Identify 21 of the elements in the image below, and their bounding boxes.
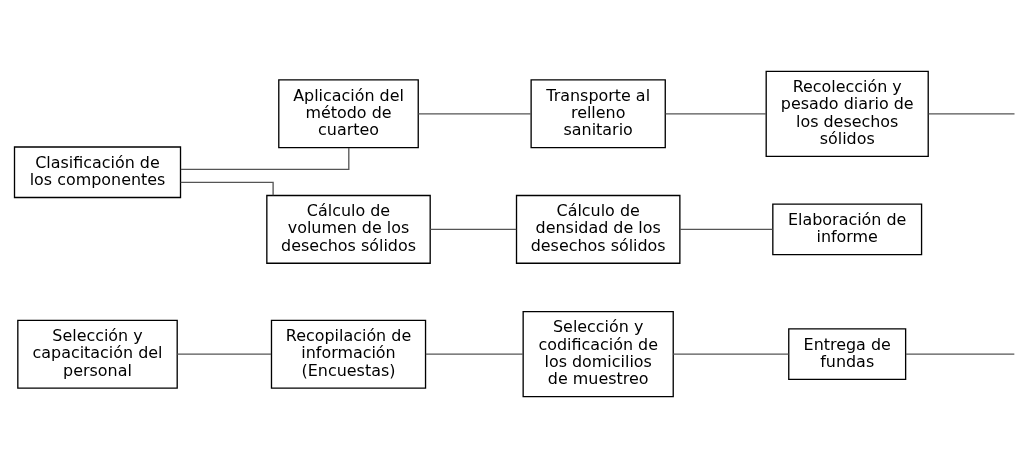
connector [425, 353, 524, 355]
node-box: Selección y capacitación del personal [17, 319, 178, 389]
node-box: Selección y codificación de los domicilios de muestreo [522, 311, 674, 398]
connector [429, 228, 517, 230]
connector [664, 113, 767, 115]
connector [679, 228, 774, 230]
connector [176, 353, 272, 355]
connector [417, 113, 532, 115]
connector [180, 147, 350, 171]
node-box: Transporte al relleno sanitario [530, 79, 666, 149]
node-box: Clasificación de los componentes [13, 146, 182, 199]
node-box: Recopilación de información (Encuestas) [270, 319, 427, 389]
node-box: Aplicación del método de cuarteo [278, 79, 419, 149]
connector [905, 353, 1015, 355]
node-box: Cálculo de densidad de los desechos sólidos [515, 194, 681, 264]
node-box: Elaboración de informe [772, 203, 923, 256]
connector [672, 353, 790, 355]
node-box: Entrega de fundas [788, 328, 907, 381]
connector [928, 113, 1016, 115]
node-box: Cálculo de volumen de los desechos sólidos [266, 194, 431, 264]
node-box: Recolección y pesado diario de los desechos sólidos [765, 70, 929, 157]
